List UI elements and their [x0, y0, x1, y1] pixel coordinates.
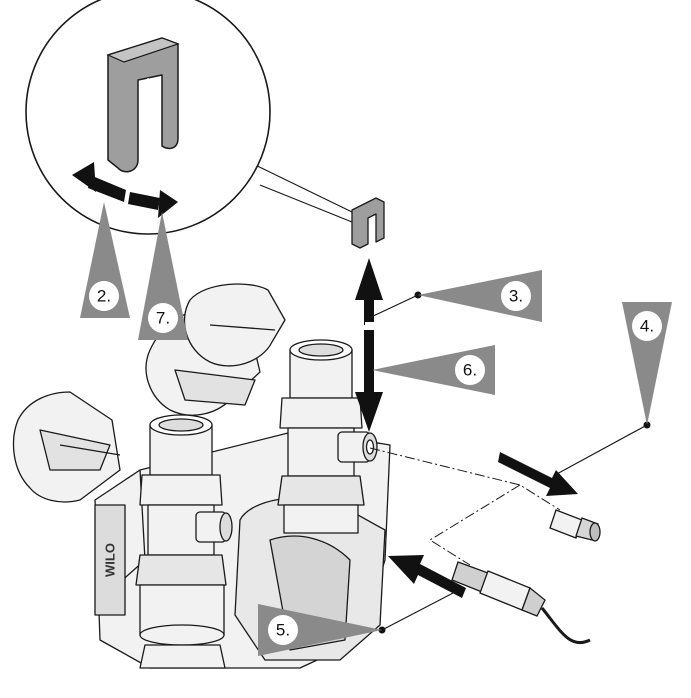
step-2-label: 2. [97, 287, 111, 306]
vertical-arrow [355, 258, 383, 432]
temperature-sensor [451, 561, 591, 645]
step-5-label: 5. [276, 621, 290, 640]
step-3-label: 3. [509, 287, 523, 306]
callout-step-3: 3. [368, 270, 542, 322]
step-7-label: 7. [156, 309, 170, 328]
twist-arrow [72, 162, 178, 218]
sensor-arrow [388, 555, 466, 598]
step-4-label: 4. [640, 317, 654, 336]
callout-step-6: 6. [372, 345, 495, 395]
callout-step-7: 7. [138, 212, 188, 340]
top-handwheel [183, 283, 286, 367]
sensor-plug [549, 509, 601, 542]
brand-plate: WILO [94, 504, 126, 616]
callouts: 2. 7. 3. 6. 4. [80, 202, 672, 656]
right-pipe [277, 339, 378, 534]
pump-assembly: WILO [12, 283, 391, 669]
brand-label: WILO [103, 543, 118, 577]
magnifier-detail [25, 0, 353, 235]
callout-step-5: 5. [258, 591, 456, 656]
left-pipe [135, 414, 233, 669]
sensor-routing-line [369, 447, 561, 566]
retaining-clip [351, 197, 385, 249]
plug-arrow [498, 452, 578, 496]
step-6-label: 6. [463, 361, 477, 380]
callout-step-4: 4. [554, 302, 672, 476]
clip-enlarged [107, 37, 179, 173]
callout-step-2: 2. [80, 202, 130, 318]
left-handwheel [12, 391, 121, 503]
